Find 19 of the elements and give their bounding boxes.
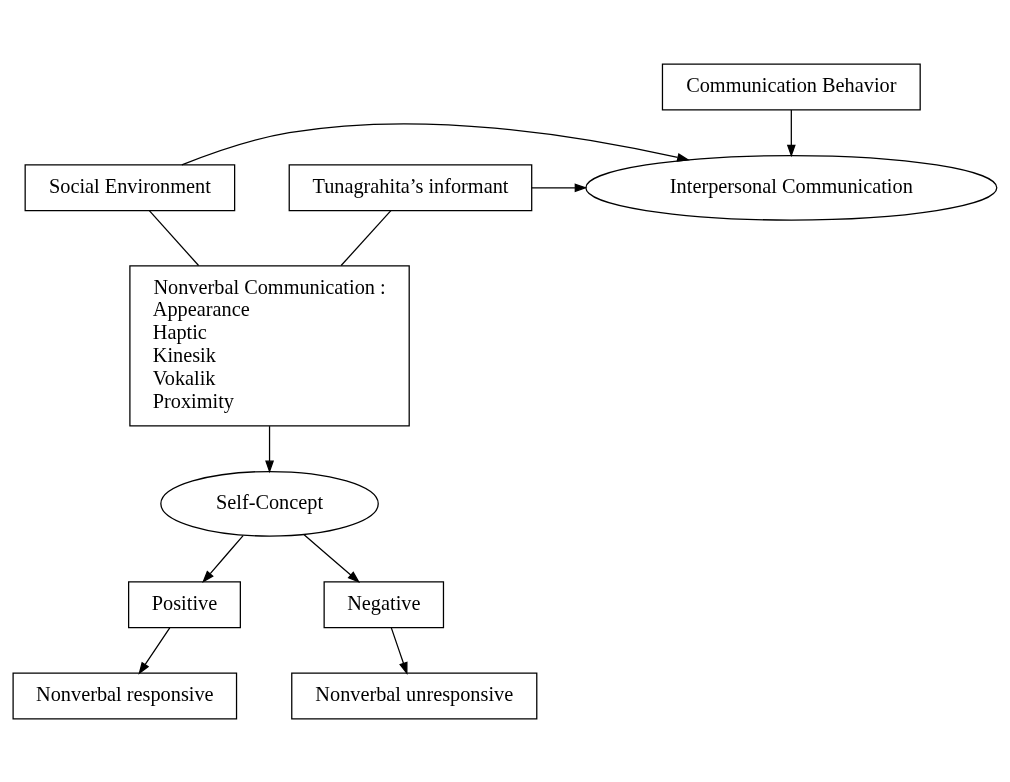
node-box: Negative [323, 580, 445, 628]
arrow [265, 425, 274, 473]
node-box: Communication Behavior [661, 62, 921, 110]
node-box: Positive [128, 580, 241, 628]
arrow [303, 533, 361, 583]
arrow [390, 626, 408, 675]
arrow [181, 122, 690, 165]
node-box: Nonverbal responsive [12, 672, 238, 720]
node-box: Nonverbal unresponsive [291, 672, 538, 720]
connector [148, 209, 200, 266]
connector [340, 209, 392, 266]
node-box: Tunagrahita’s informant [288, 163, 533, 211]
node-ellipse: Self-Concept [160, 470, 379, 537]
arrow [138, 626, 171, 675]
arrow [531, 182, 588, 192]
arrow [786, 108, 796, 157]
node-box: Social Environment [24, 163, 236, 211]
arrow [202, 534, 244, 583]
node-box: Nonverbal Communication : Appearance Haptic Kinesik Vokalik Proximity [129, 264, 410, 426]
